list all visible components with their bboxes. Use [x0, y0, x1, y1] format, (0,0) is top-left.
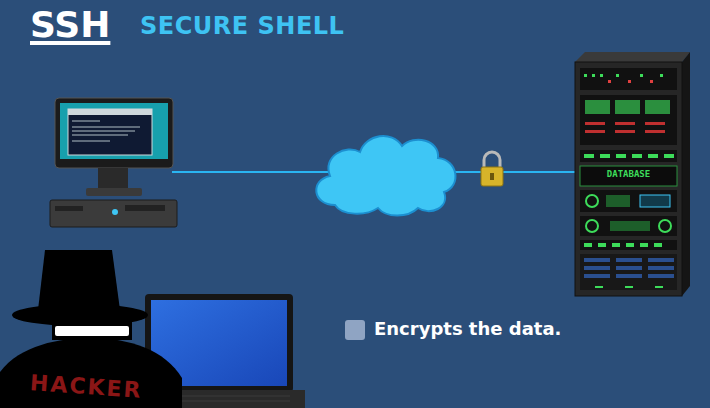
legend-swatch — [345, 320, 365, 340]
subtitle: SECURE SHELL — [140, 12, 344, 40]
legend-text: Encrypts the data. — [374, 318, 561, 339]
server-label: DATABASE — [607, 169, 650, 179]
title: SSH — [30, 4, 110, 45]
